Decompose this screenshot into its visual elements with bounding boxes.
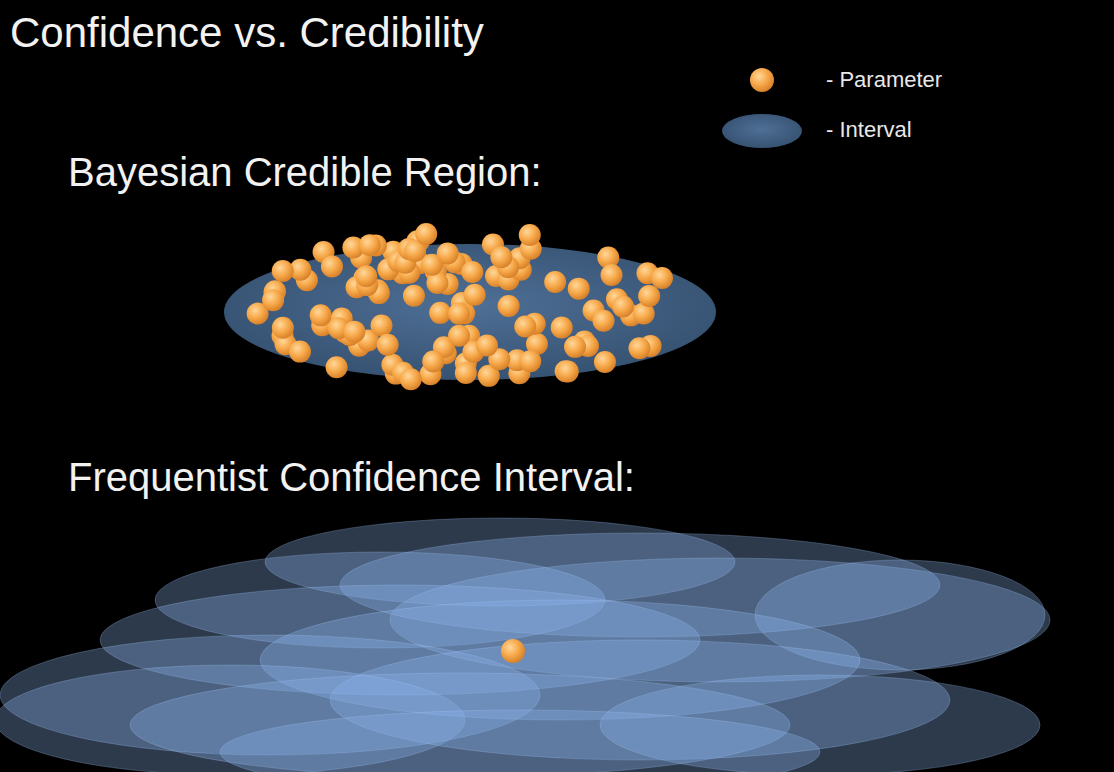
parameter-dot — [326, 356, 348, 378]
confidence-intervals — [0, 518, 1050, 772]
parameter-dot — [429, 302, 451, 324]
parameter-dot — [651, 267, 673, 289]
parameter-dot — [272, 317, 294, 339]
legend-text: - Parameter — [826, 67, 942, 92]
section-heading: Frequentist Confidence Interval: — [68, 455, 635, 499]
legend-entry: - Parameter — [826, 68, 942, 92]
parameter-dot — [355, 265, 377, 287]
parameter-dot — [321, 255, 343, 277]
parameter-dot — [490, 246, 512, 268]
section-heading-holder: Frequentist Confidence Interval: — [68, 455, 635, 499]
parameter-dot — [514, 315, 536, 337]
section-heading-holder: Bayesian Credible Region: — [68, 150, 542, 194]
parameter-dot — [377, 334, 399, 356]
legend-entry: - Interval — [826, 118, 912, 142]
legend-text: - Interval — [826, 117, 912, 142]
parameter-dot — [519, 350, 541, 372]
parameter-dot — [400, 368, 422, 390]
parameter-dot — [594, 351, 616, 373]
interval-ellipse — [220, 710, 820, 772]
parameter-dot — [289, 341, 311, 363]
parameter-dot — [638, 285, 660, 307]
parameter-dot — [343, 321, 365, 343]
slide-title-holder: Confidence vs. Credibility — [10, 10, 484, 56]
parameter-dot — [628, 337, 650, 359]
parameter-dot — [455, 362, 477, 384]
parameter-dot — [437, 242, 459, 264]
parameter-dot — [359, 234, 381, 256]
credible-region — [224, 244, 716, 380]
parameter-dot — [262, 289, 284, 311]
slide-title: Confidence vs. Credibility — [10, 10, 484, 56]
parameter-dot — [422, 351, 444, 373]
parameter-dot — [564, 336, 586, 358]
parameter-dot — [464, 284, 486, 306]
parameter-dot — [476, 335, 498, 357]
parameter-dot — [272, 260, 294, 282]
parameter-dot — [403, 285, 425, 307]
parameter-dot — [448, 303, 470, 325]
parameter-dot — [370, 315, 392, 337]
section-heading: Bayesian Credible Region: — [68, 150, 542, 194]
parameter-dot — [519, 224, 541, 246]
parameter-swatch — [750, 68, 774, 92]
parameter-dot — [551, 317, 573, 339]
parameter-cloud — [247, 223, 673, 390]
parameter-dot — [415, 223, 437, 245]
true-parameter — [501, 639, 525, 663]
parameter-dot — [612, 295, 634, 317]
parameter-dot — [448, 325, 470, 347]
parameter-dot — [461, 261, 483, 283]
parameter-dot — [310, 304, 332, 326]
parameter-dot — [498, 295, 520, 317]
parameter-dot — [557, 360, 579, 382]
interval-swatch — [722, 114, 802, 148]
parameter-dot — [568, 278, 590, 300]
parameter-dot — [601, 264, 623, 286]
parameter-dot — [593, 310, 615, 332]
parameter-dot — [544, 271, 566, 293]
